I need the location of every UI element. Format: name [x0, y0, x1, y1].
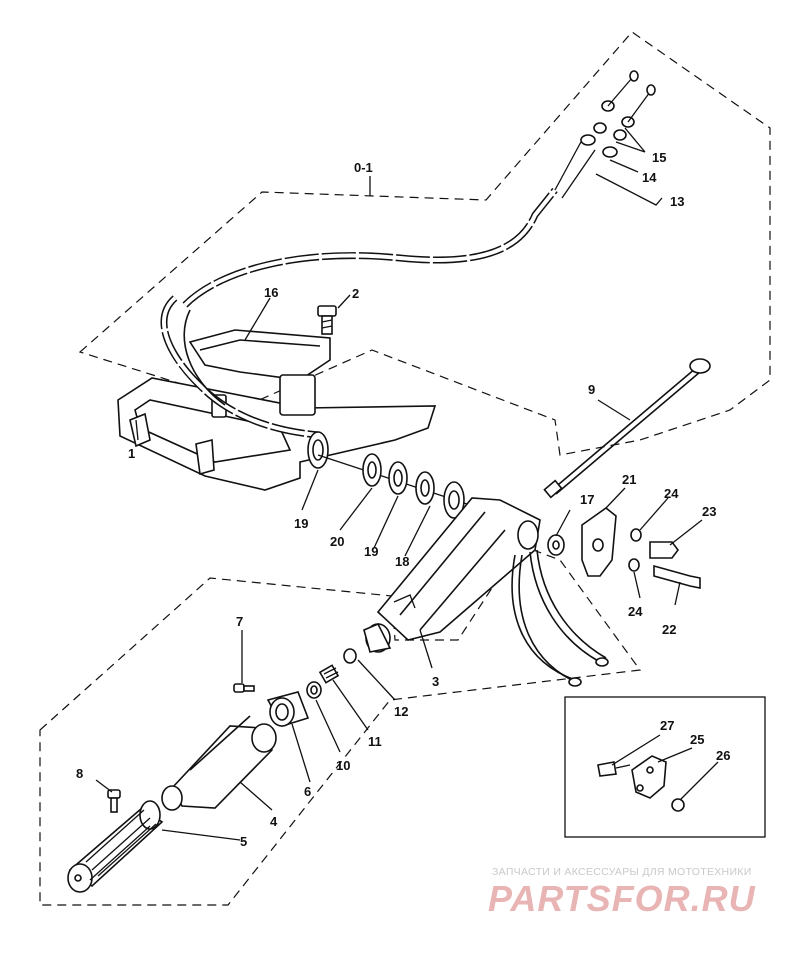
leader-lines: [95, 127, 719, 841]
part-2-bolt: [317, 305, 337, 335]
right-fasteners: [547, 506, 701, 589]
label-part-23: 23: [702, 504, 716, 519]
watermark-brand: PARTSFOR.RU: [488, 878, 756, 919]
upper-assembly-boundary: [78, 31, 771, 456]
label-part-20: 20: [330, 534, 344, 549]
shaft-washers: [307, 431, 471, 519]
label-part-13: 13: [670, 194, 684, 209]
label-part-2: 2: [352, 286, 359, 301]
tiller-cables: [511, 549, 609, 687]
small-parts: [306, 648, 357, 699]
label-part-14: 14: [642, 170, 657, 185]
label-part-22: 22: [662, 622, 676, 637]
part-21-plate: [581, 506, 617, 577]
label-part-6: 6: [304, 784, 311, 799]
part-4-throttle-tube: [161, 715, 277, 811]
label-group-0-1: 0-1: [354, 160, 373, 175]
label-part-24b: 24: [628, 604, 643, 619]
label-part-19b: 19: [364, 544, 378, 559]
label-part-19a: 19: [294, 516, 308, 531]
label-part-26: 26: [716, 748, 730, 763]
part-3-tiller-arm: [363, 497, 541, 653]
label-part-25: 25: [690, 732, 704, 747]
control-cables: [160, 70, 656, 439]
handle-assembly-boundary: [39, 544, 642, 906]
part-labels: 0-1 2 16 1 19 20 19 18 17 9 21 24 23 24 …: [76, 150, 730, 849]
label-part-10: 10: [336, 758, 350, 773]
part-8-screw: [107, 789, 121, 813]
part-7-screw: [233, 683, 255, 693]
label-part-9: 9: [588, 382, 595, 397]
label-part-16: 16: [264, 285, 278, 300]
label-part-15: 15: [652, 150, 666, 165]
part-5-grip: [67, 800, 164, 893]
label-part-18: 18: [395, 554, 409, 569]
watermark-tagline: ЗАПЧАСТИ И АКСЕССУАРЫ ДЛЯ МОТОТЕХНИКИ: [492, 866, 752, 878]
label-part-21: 21: [622, 472, 636, 487]
label-part-8: 8: [76, 766, 83, 781]
label-part-12: 12: [394, 704, 408, 719]
label-part-5: 5: [240, 834, 247, 849]
part-9-rod: [543, 358, 711, 499]
label-part-4: 4: [270, 814, 278, 829]
label-part-17: 17: [580, 492, 594, 507]
label-part-3: 3: [432, 674, 439, 689]
part-1-bracket: [117, 329, 437, 491]
inset-box: [564, 696, 766, 838]
label-part-11: 11: [368, 734, 382, 749]
label-part-27: 27: [660, 718, 674, 733]
label-part-24a: 24: [664, 486, 679, 501]
label-part-7: 7: [236, 614, 243, 629]
part-6-bushing: [266, 691, 310, 727]
part-17-washer: [547, 534, 565, 556]
label-part-1: 1: [128, 446, 135, 461]
